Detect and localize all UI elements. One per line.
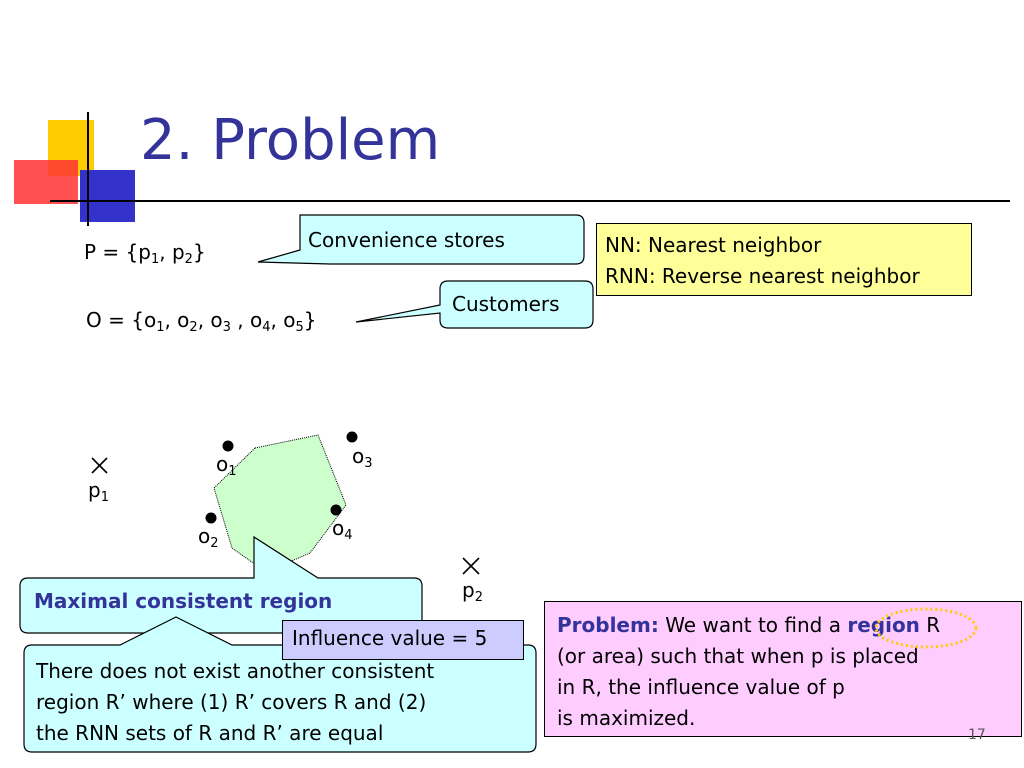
problem-label: Problem: xyxy=(557,613,659,637)
point-o4 xyxy=(330,504,342,516)
label-o3: o3 xyxy=(352,444,373,471)
label-p2: p2 xyxy=(462,578,483,605)
influence-value-box: Influence value = 5 xyxy=(282,620,524,660)
maximal-callout-shape xyxy=(19,535,423,634)
customers-callout-label: Customers xyxy=(452,292,560,316)
page-number: 17 xyxy=(968,727,986,743)
label-p1: p1 xyxy=(88,478,109,505)
description-line: region R’ where (1) R’ covers R and (2) xyxy=(36,690,427,714)
description-line: the RNN sets of R and R’ are equal xyxy=(36,721,384,745)
region-highlight: region xyxy=(847,613,920,637)
problem-line: is maximized. xyxy=(557,706,696,730)
title-ornament xyxy=(14,112,1010,226)
slide-title: 2. Problem xyxy=(140,108,441,173)
definition-nn: NN: Nearest neighbor xyxy=(605,233,822,257)
region-highlight-ring xyxy=(874,607,978,649)
consistent-region xyxy=(213,434,347,573)
customers-callout-shape xyxy=(355,280,594,329)
point-o2 xyxy=(205,512,217,524)
label-o2: o2 xyxy=(198,524,219,551)
description-line: There does not exist another consistent xyxy=(36,659,435,683)
definition-rnn: RNN: Reverse nearest neighbor xyxy=(605,264,920,288)
set-o: O = {o1, o2, o3 , o4, o5} xyxy=(86,308,317,335)
problem-first-line: Problem: We want to find a region R xyxy=(557,613,941,637)
label-o1: o1 xyxy=(216,452,237,479)
problem-line: in R, the influence value of p xyxy=(557,675,845,699)
problem-line: (or area) such that when p is placed xyxy=(557,644,919,668)
cross-p2 xyxy=(462,557,480,575)
label-o4: o4 xyxy=(332,516,353,543)
point-o1 xyxy=(222,440,234,452)
set-p: P = {p1, p2} xyxy=(84,240,206,267)
stores-callout-label: Convenience stores xyxy=(308,228,505,252)
definitions-box: NN: Nearest neighbor RNN: Reverse neares… xyxy=(596,223,972,296)
maximal-region-label: Maximal consistent region xyxy=(34,589,333,613)
description-text: There does not exist another consistent … xyxy=(36,656,434,749)
cross-p1 xyxy=(91,457,108,474)
problem-box: Problem: We want to find a region R (or … xyxy=(544,601,1022,737)
point-o3 xyxy=(346,431,358,443)
stores-callout-shape xyxy=(257,214,585,265)
